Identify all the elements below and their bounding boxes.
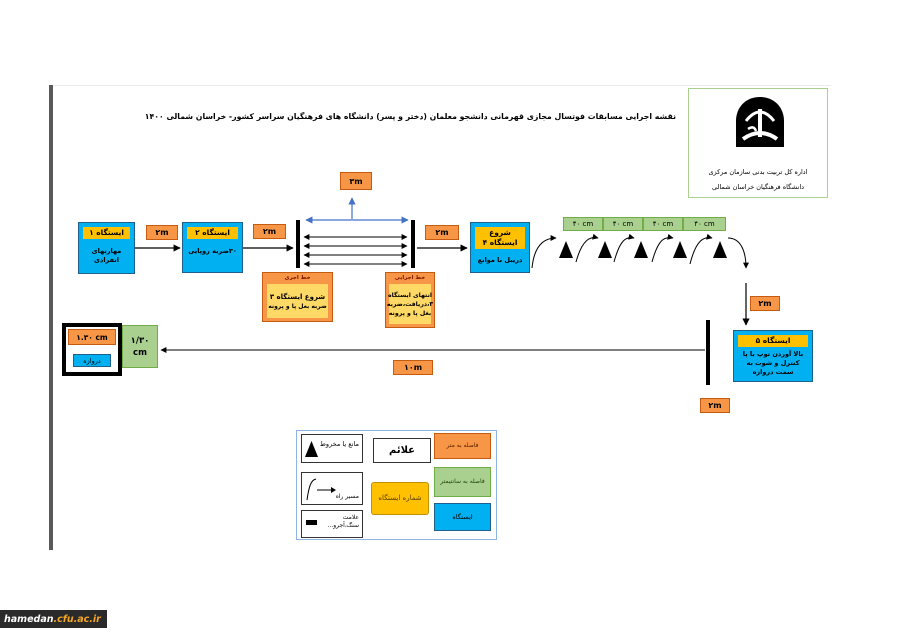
dribble-path-2 [575, 233, 599, 263]
goal-name-label: دروازه [73, 354, 111, 367]
cone-spacing-1: ۴۰ cm [563, 217, 603, 231]
legend-centimeters-box: فاصله به سانتیمتر [434, 467, 491, 497]
cone-spacing-2: ۴۰ cm [603, 217, 643, 231]
dribble-path-3 [613, 233, 635, 263]
top-margin-rule [53, 85, 831, 86]
station-5-number: ایستگاه ۵ [738, 335, 808, 347]
legend-meters-box: فاصله به متر [434, 433, 491, 459]
distance-station3-lateral: ۳m [340, 172, 372, 190]
shooting-line-marker [706, 320, 710, 385]
cone-1 [559, 241, 573, 258]
legend-station-box: ایستگاه [434, 503, 491, 531]
station-5-description: بالا آوردن توپ با پا کنترل و شوت به سمت … [742, 350, 804, 376]
station-5-box: ایستگاه ۵ بالا آوردن توپ با پا کنترل و ش… [733, 330, 813, 382]
site-watermark: hamedan.cfu.ac.ir [0, 610, 107, 628]
station-4-box: شروع ایستگاه ۴ دریبل با موانع [470, 222, 530, 273]
start-line-title: شروع ایستگاه ۳ [269, 292, 326, 301]
end-line-title: انتهای ایستگاه ۳،دریافت،ضربه بغل پا و پر… [386, 291, 434, 317]
marker-bar-icon [306, 520, 317, 525]
goal-size-label: ۱.۳۰ cm [68, 329, 116, 345]
legend-path-item: مسیر راه [301, 472, 363, 505]
station-3-end-line-box: خط اجرایی انتهای ایستگاه ۳،دریافت،ضربه ب… [385, 272, 435, 328]
distance-station5-to-line: ۲m [700, 398, 730, 413]
end-line-label: خط اجرایی [394, 275, 426, 281]
organization-name: اداره کل تربیت بدنی سازمان مرکزی [708, 168, 808, 176]
station-1-box: ایستگاه ۱ مهارتهای انفرادی [78, 222, 135, 274]
start-line-description: ضربه بغل پا و پرونه [268, 302, 327, 310]
legend-cone-text: مانع یا مخروط [319, 440, 359, 448]
university-emblem-icon [736, 97, 784, 147]
dribble-path-6 [727, 237, 749, 269]
station-3-start-line-box: خط اجری شروع ایستگاه ۳ ضربه بغل پا و پرو… [262, 272, 333, 322]
legend-station-number-box: شماره ایستگاه [371, 482, 429, 515]
distance-shot-to-goal: ۱۰m [393, 360, 433, 375]
station-2-number: ایستگاه ۲ [187, 227, 238, 239]
distance-station4-to-station5: ۲m [750, 296, 780, 311]
legend-marker-item: علامت سنگ،آجرو... [301, 510, 363, 538]
station-1-description: مهارتهای انفرادی [91, 247, 122, 264]
path-arrow-icon [306, 478, 336, 501]
cone-4 [673, 241, 687, 258]
distance-station1-to-station2: ۲m [146, 225, 178, 240]
station-2-description: ۳۰ضربه روپایی [188, 247, 237, 255]
legend-path-text: مسیر راه [335, 493, 359, 500]
station-1-number: ایستگاه ۱ [83, 227, 130, 239]
cone-5 [713, 241, 727, 258]
dribble-path-5 [689, 233, 713, 265]
cone-2 [598, 241, 612, 258]
cone-3 [634, 241, 648, 258]
dribble-path-4 [651, 233, 674, 263]
legend-title-box: علائم [373, 438, 431, 463]
start-line-details: شروع ایستگاه ۳ ضربه بغل پا و پرونه [267, 284, 328, 318]
dribble-path-1 [531, 235, 557, 269]
watermark-domain: .cfu.ac.ir [53, 613, 101, 625]
start-line-marker [296, 220, 300, 268]
page-title: نقشه اجرایی مسابقات فوتسال مجازی قهرمانی… [144, 112, 676, 121]
goal-frame: ۱.۳۰ cm دروازه [62, 323, 122, 376]
university-name: دانشگاه فرهنگیان خراسان شمالی [711, 183, 805, 191]
goal-width-label: ۱/۳۰ cm [122, 325, 158, 368]
legend-cone-item: مانع یا مخروط [301, 434, 363, 463]
organization-logo-box: اداره کل تربیت بدنی سازمان مرکزی دانشگاه… [688, 88, 828, 198]
watermark-host: hamedan [4, 613, 54, 625]
station-4-number: شروع ایستگاه ۴ [475, 227, 525, 249]
cone-icon [305, 441, 318, 457]
station-2-box: ایستگاه ۲ ۳۰ضربه روپایی [182, 222, 243, 273]
legend-title: علائم [388, 445, 416, 456]
cone-spacing-4: ۴۰ cm [683, 217, 726, 231]
station-4-description: دریبل با موانع [477, 256, 523, 264]
distance-line-to-station4: ۲m [425, 225, 459, 240]
legend-panel: مانع یا مخروط علائم فاصله به متر مسیر را… [296, 430, 497, 540]
end-line-details: انتهای ایستگاه ۳،دریافت،ضربه بغل پا و پر… [386, 284, 434, 324]
left-margin-rule [49, 85, 53, 550]
end-line-marker [411, 220, 415, 268]
cone-spacing-3: ۴۰ cm [643, 217, 683, 231]
start-line-label: خط اجری [284, 275, 311, 281]
distance-station2-to-line: ۲m [253, 224, 286, 239]
legend-marker-text: علامت سنگ،آجرو... [327, 514, 359, 529]
